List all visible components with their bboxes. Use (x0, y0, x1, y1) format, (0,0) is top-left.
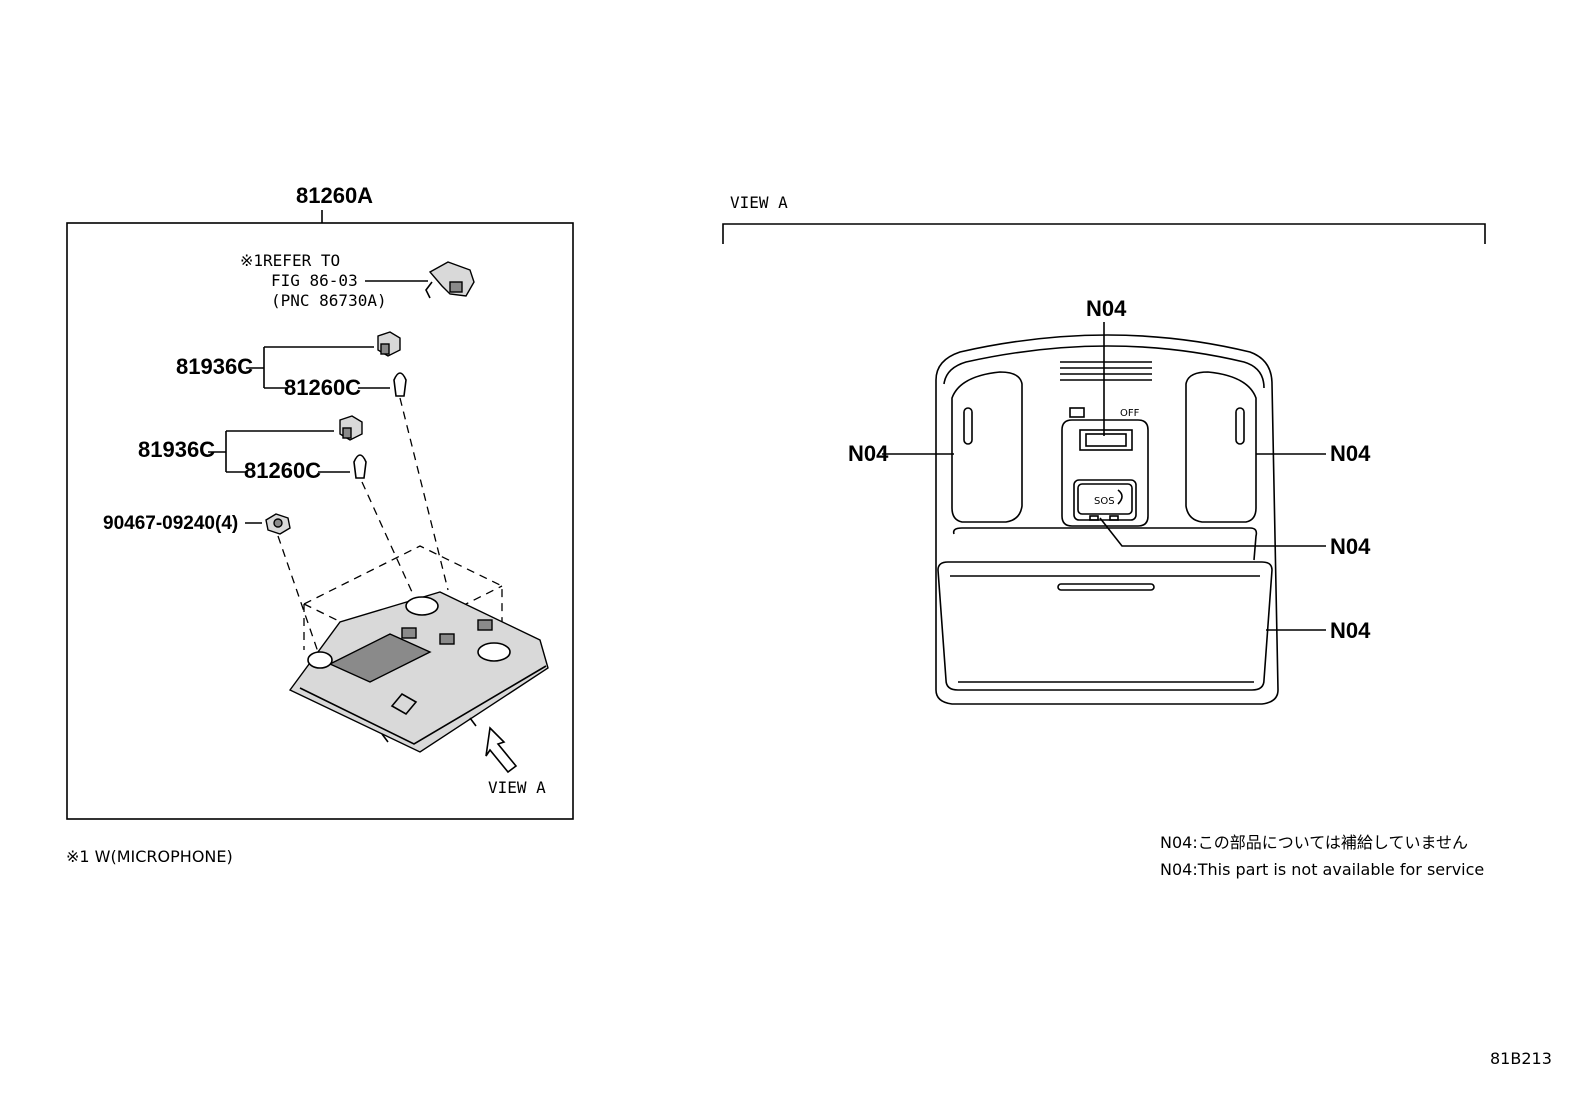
callout-top: N04 (1086, 296, 1127, 321)
switch-upper-label: 81936C (176, 354, 253, 379)
right-lamp-lens (1185, 371, 1257, 523)
view-a-arrow-label: VIEW A (488, 778, 546, 797)
door-lamp-icon (1069, 407, 1085, 418)
sunglass-holder (937, 527, 1273, 691)
callout-bottom-right: N04 (1330, 618, 1371, 643)
overhead-console: OFF SOS (935, 334, 1279, 705)
assembly-label: 81260A (296, 183, 373, 208)
left-lamp-lens (951, 371, 1023, 523)
map-lamp-housing-icon (288, 591, 549, 753)
footnote: ※1 W(MICROPHONE) (66, 847, 233, 866)
refer-note-line-2: FIG 86-03 (271, 271, 358, 290)
sos-button-label: SOS (1094, 496, 1115, 507)
screw-icon (265, 513, 291, 535)
refer-note-line-1: ※1REFER TO (240, 251, 340, 270)
bulb-upper-icon (393, 372, 407, 397)
vent-grille (1060, 361, 1152, 381)
center-switch-panel: OFF SOS (1061, 407, 1149, 527)
switch-upper-icon (377, 331, 401, 357)
figure-code: 81B213 (1490, 1049, 1552, 1068)
callout-right: N04 (1330, 441, 1371, 466)
callout-center-right: N04 (1330, 534, 1371, 559)
assembly-frame (66, 222, 574, 820)
microphone-connector-icon (425, 261, 475, 299)
switch-off-label: OFF (1120, 408, 1140, 419)
screw-label: 90467-09240(4) (103, 513, 238, 534)
note-japanese: N04:この部品については補給していません (1160, 833, 1468, 852)
refer-note-line-3: (PNC 86730A) (271, 291, 387, 310)
switch-lower-label: 81936C (138, 437, 215, 462)
view-a-arrow-icon (485, 726, 518, 774)
note-english: N04:This part is not available for servi… (1160, 860, 1484, 879)
bulb-upper-label: 81260C (284, 375, 361, 400)
switch-lower-icon (339, 415, 363, 441)
bulb-lower-icon (353, 454, 367, 479)
bulb-lower-label: 81260C (244, 458, 321, 483)
view-a-title: VIEW A (730, 193, 788, 212)
